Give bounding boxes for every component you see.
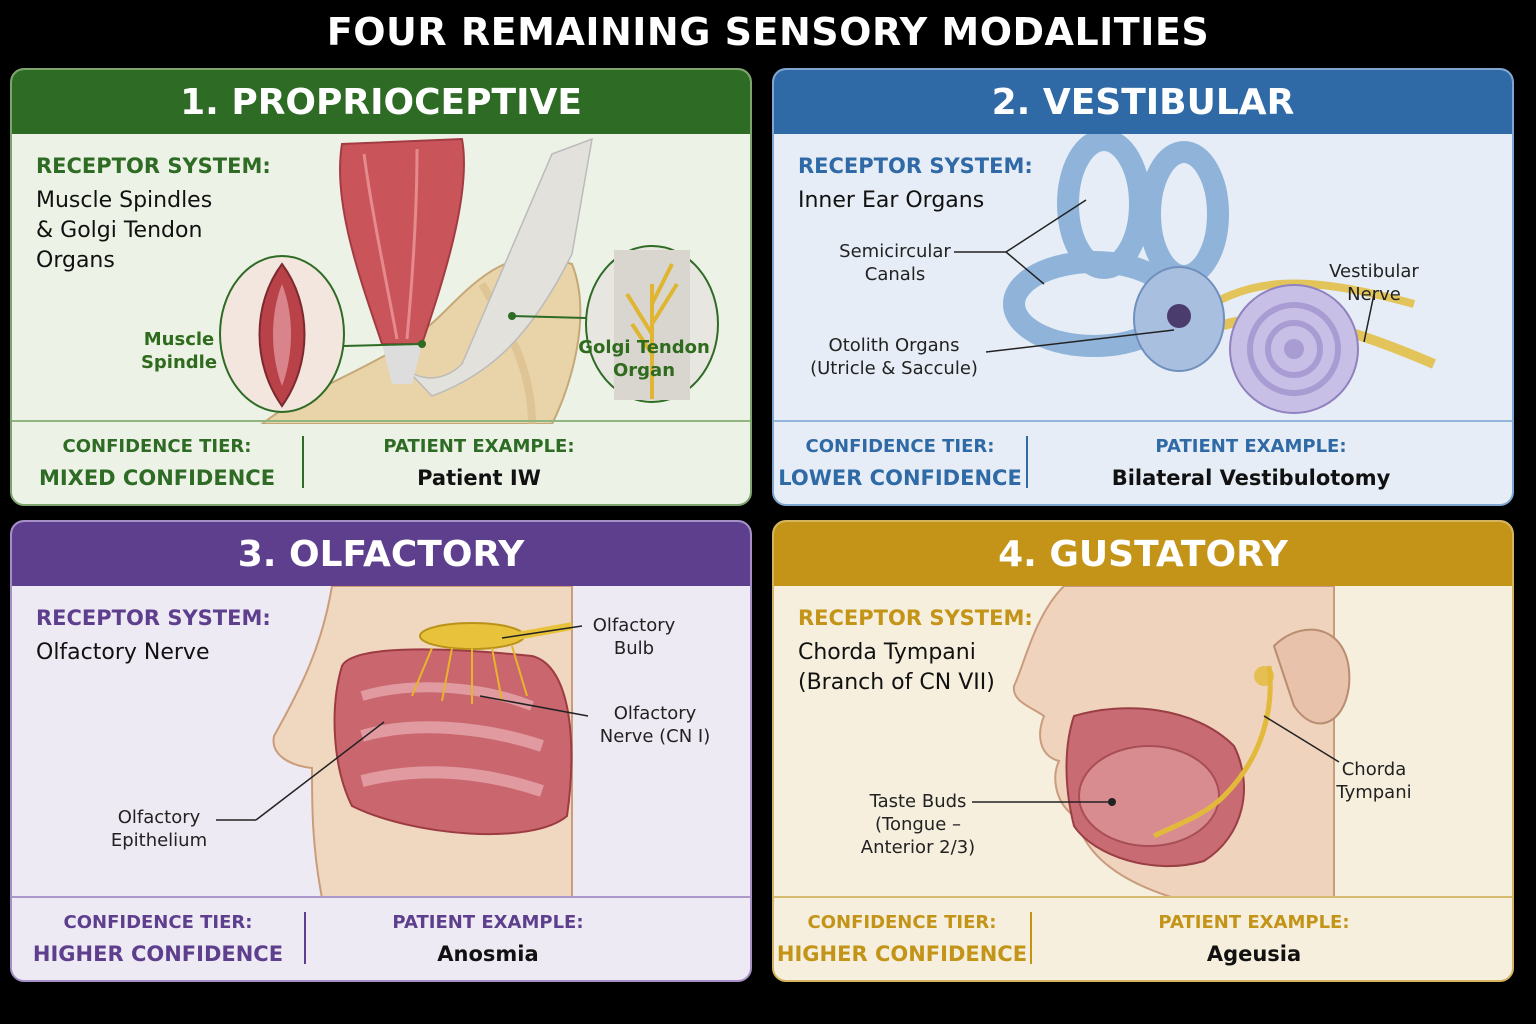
card-heading: 2. VESTIBULAR: [991, 81, 1295, 123]
head-tongue-illustration: [972, 586, 1351, 898]
receptor-system-label: RECEPTOR SYSTEM:: [798, 606, 1033, 630]
annotation-olfactory-nerve: Olfactory Nerve (CN I): [599, 703, 711, 747]
confidence-tier: CONFIDENCE TIER: HIGHER CONFIDENCE: [774, 898, 1030, 980]
card-body: RECEPTOR SYSTEM: Olfactory Nerve Olfacto…: [12, 586, 750, 898]
card-vestibular: 2. VESTIBULAR RECEPTOR SYSTEM: Inner Ear…: [772, 68, 1514, 506]
patient-example-value: Patient IW: [417, 466, 541, 490]
receptor-system-value: Olfactory Nerve: [36, 640, 210, 665]
confidence-tier-label: CONFIDENCE TIER:: [807, 912, 997, 933]
annotation-olfactory-epithelium: Olfactory Epithelium: [110, 807, 208, 851]
card-olfactory: 3. OLFACTORY RECEPTOR SYSTEM: Olfactory …: [10, 520, 752, 982]
annotation-taste-buds: Taste Buds (Tongue – Anterior 2/3): [860, 791, 976, 858]
annotation-otolith-organs: Otolith Organs (Utricle & Saccule): [810, 335, 978, 379]
confidence-tier-label: CONFIDENCE TIER:: [805, 436, 995, 457]
annotation-muscle-spindle: Muscle Spindle: [140, 329, 218, 373]
receptor-system-label: RECEPTOR SYSTEM:: [36, 606, 271, 630]
patient-example-label: PATIENT EXAMPLE:: [1155, 436, 1347, 457]
footer-divider: [302, 436, 304, 488]
proprioception-illustration: [219, 137, 719, 424]
patient-example-label: PATIENT EXAMPLE:: [392, 912, 584, 933]
receptor-system-label: RECEPTOR SYSTEM:: [36, 154, 271, 178]
card-header: 1. PROPRIOCEPTIVE: [12, 70, 750, 134]
card-gustatory: 4. GUSTATORY RECEPTOR SYSTEM: Chorda Tym…: [772, 520, 1514, 982]
card-header: 2. VESTIBULAR: [774, 70, 1512, 134]
footer-divider: [1026, 436, 1028, 488]
patient-example: PATIENT EXAMPLE: Anosmia: [306, 898, 670, 980]
card-footer: CONFIDENCE TIER: LOWER CONFIDENCE PATIEN…: [774, 420, 1512, 504]
patient-example-value: Bilateral Vestibulotomy: [1111, 466, 1391, 490]
patient-example-value: Anosmia: [437, 942, 539, 966]
footer-divider: [304, 912, 306, 964]
annotation-chorda-tympani: Chorda Tympani: [1336, 759, 1412, 803]
nasal-cavity-illustration: [216, 586, 589, 898]
card-heading: 4. GUSTATORY: [998, 533, 1288, 575]
confidence-tier: CONFIDENCE TIER: HIGHER CONFIDENCE: [12, 898, 304, 980]
card-heading: 3. OLFACTORY: [237, 533, 525, 575]
receptor-system-value: Inner Ear Organs: [798, 188, 985, 213]
card-proprioceptive: 1. PROPRIOCEPTIVE RECEPTOR SYSTEM: Muscl…: [10, 68, 752, 506]
patient-example-value: Ageusia: [1206, 942, 1302, 966]
receptor-system-value: Muscle Spindles & Golgi Tendon Organs: [36, 188, 213, 273]
patient-example-label: PATIENT EXAMPLE:: [1158, 912, 1350, 933]
patient-example: PATIENT EXAMPLE: Patient IW: [304, 422, 654, 504]
confidence-tier: CONFIDENCE TIER: MIXED CONFIDENCE: [12, 422, 302, 504]
annotation-golgi-tendon-organ: Golgi Tendon Organ: [578, 337, 710, 381]
patient-example-label: PATIENT EXAMPLE:: [383, 436, 575, 457]
confidence-tier-value: MIXED CONFIDENCE: [38, 466, 276, 490]
card-body: RECEPTOR SYSTEM: Inner Ear Organs S: [774, 134, 1512, 424]
confidence-tier-label: CONFIDENCE TIER:: [62, 436, 252, 457]
confidence-tier-label: CONFIDENCE TIER:: [63, 912, 253, 933]
card-footer: CONFIDENCE TIER: HIGHER CONFIDENCE PATIE…: [774, 896, 1512, 980]
receptor-system-label: RECEPTOR SYSTEM:: [798, 154, 1033, 178]
footer-divider: [1030, 912, 1032, 964]
confidence-tier-value: LOWER CONFIDENCE: [778, 466, 1022, 490]
annotation-semicircular-canals: Semicircular Canals: [839, 241, 951, 285]
annotation-vestibular-nerve: Vestibular Nerve: [1329, 261, 1419, 305]
card-heading: 1. PROPRIOCEPTIVE: [180, 81, 582, 123]
page-title: FOUR REMAINING SENSORY MODALITIES: [326, 10, 1210, 54]
patient-example: PATIENT EXAMPLE: Bilateral Vestibulotomy: [1028, 422, 1474, 504]
card-body: RECEPTOR SYSTEM: Chorda Tympani (Branch …: [774, 586, 1512, 898]
card-footer: CONFIDENCE TIER: HIGHER CONFIDENCE PATIE…: [12, 896, 750, 980]
inner-ear-illustration: [954, 134, 1436, 414]
receptor-system-value: Chorda Tympani (Branch of CN VII): [798, 640, 995, 695]
confidence-tier-value: HIGHER CONFIDENCE: [776, 942, 1028, 966]
card-footer: CONFIDENCE TIER: MIXED CONFIDENCE PATIEN…: [12, 420, 750, 504]
annotation-olfactory-bulb: Olfactory Bulb: [592, 615, 676, 659]
card-header: 3. OLFACTORY: [12, 522, 750, 586]
confidence-tier-value: HIGHER CONFIDENCE: [32, 942, 284, 966]
confidence-tier: CONFIDENCE TIER: LOWER CONFIDENCE: [774, 422, 1026, 504]
card-header: 4. GUSTATORY: [774, 522, 1512, 586]
patient-example: PATIENT EXAMPLE: Ageusia: [1032, 898, 1476, 980]
card-body: RECEPTOR SYSTEM: Muscle Spindles & Golgi…: [12, 134, 750, 424]
